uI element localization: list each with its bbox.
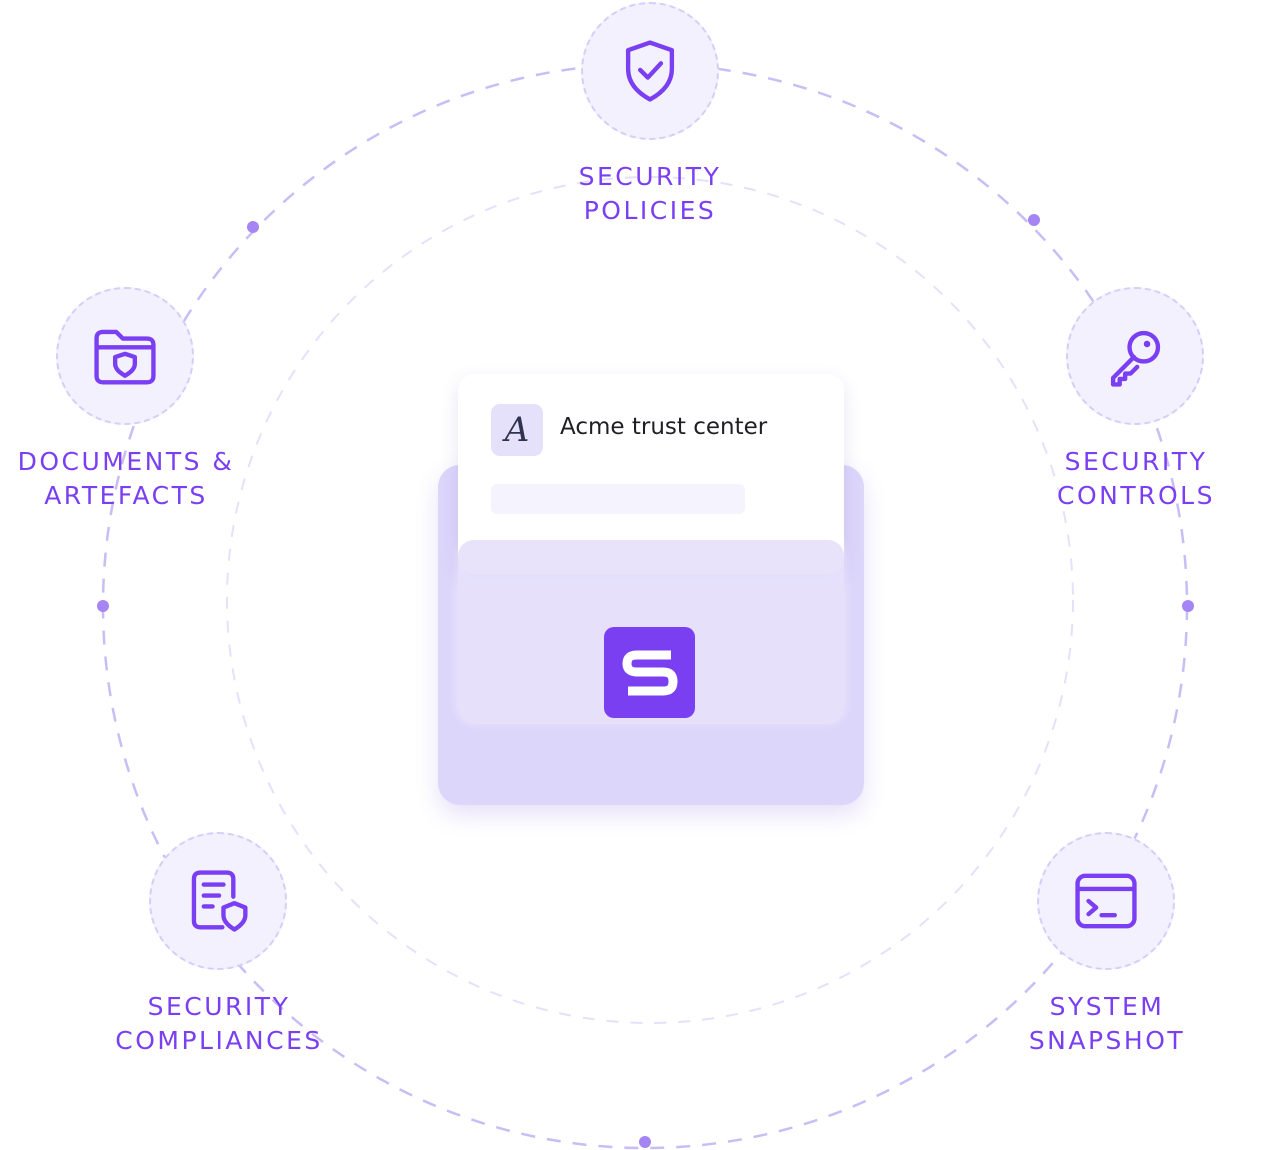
terminal-window-icon <box>1075 873 1137 929</box>
label-line: SECURITY <box>578 162 722 191</box>
key-icon <box>1110 330 1161 387</box>
brand-s-logo-icon <box>604 627 695 718</box>
label-line: DOCUMENTS & <box>17 447 235 476</box>
shield-check-icon <box>625 40 675 102</box>
label-line: POLICIES <box>583 196 717 225</box>
system-snapshot-label: SYSTEM SNAPSHOT <box>957 990 1257 1058</box>
security-policies-circle <box>581 2 719 140</box>
documents-artefacts-circle <box>56 287 194 425</box>
acme-logo: A <box>491 404 543 456</box>
security-policies-label: SECURITY POLICIES <box>500 160 800 228</box>
security-compliances-circle <box>149 832 287 970</box>
inner-orbit <box>226 176 1074 1024</box>
security-controls-label: SECURITY CONTROLS <box>986 445 1263 513</box>
card-title: Acme trust center <box>560 414 768 440</box>
folder-shield-icon <box>94 329 156 385</box>
label-line: SECURITY <box>147 992 291 1021</box>
orbit-dot <box>1028 214 1040 226</box>
label-line: SYSTEM <box>1049 992 1165 1021</box>
system-snapshot-circle <box>1037 832 1175 970</box>
orbit-dot <box>639 1136 651 1148</box>
s-glyph <box>622 650 677 695</box>
security-compliances-label: SECURITY COMPLIANCES <box>69 990 369 1058</box>
document-shield-icon <box>191 870 248 932</box>
label-line: ARTEFACTS <box>44 481 208 510</box>
label-line: CONTROLS <box>1057 481 1215 510</box>
documents-artefacts-label: DOCUMENTS & ARTEFACTS <box>0 445 276 513</box>
placeholder-bar <box>491 484 745 514</box>
label-line: SECURITY <box>1064 447 1208 476</box>
label-line: SNAPSHOT <box>1028 1026 1186 1055</box>
acme-logo-letter: A <box>504 410 530 450</box>
label-line: COMPLIANCES <box>115 1026 323 1055</box>
orbit-dot <box>1182 600 1194 612</box>
orbit-dot <box>97 600 109 612</box>
security-controls-circle <box>1066 287 1204 425</box>
orbit-dot <box>247 221 259 233</box>
